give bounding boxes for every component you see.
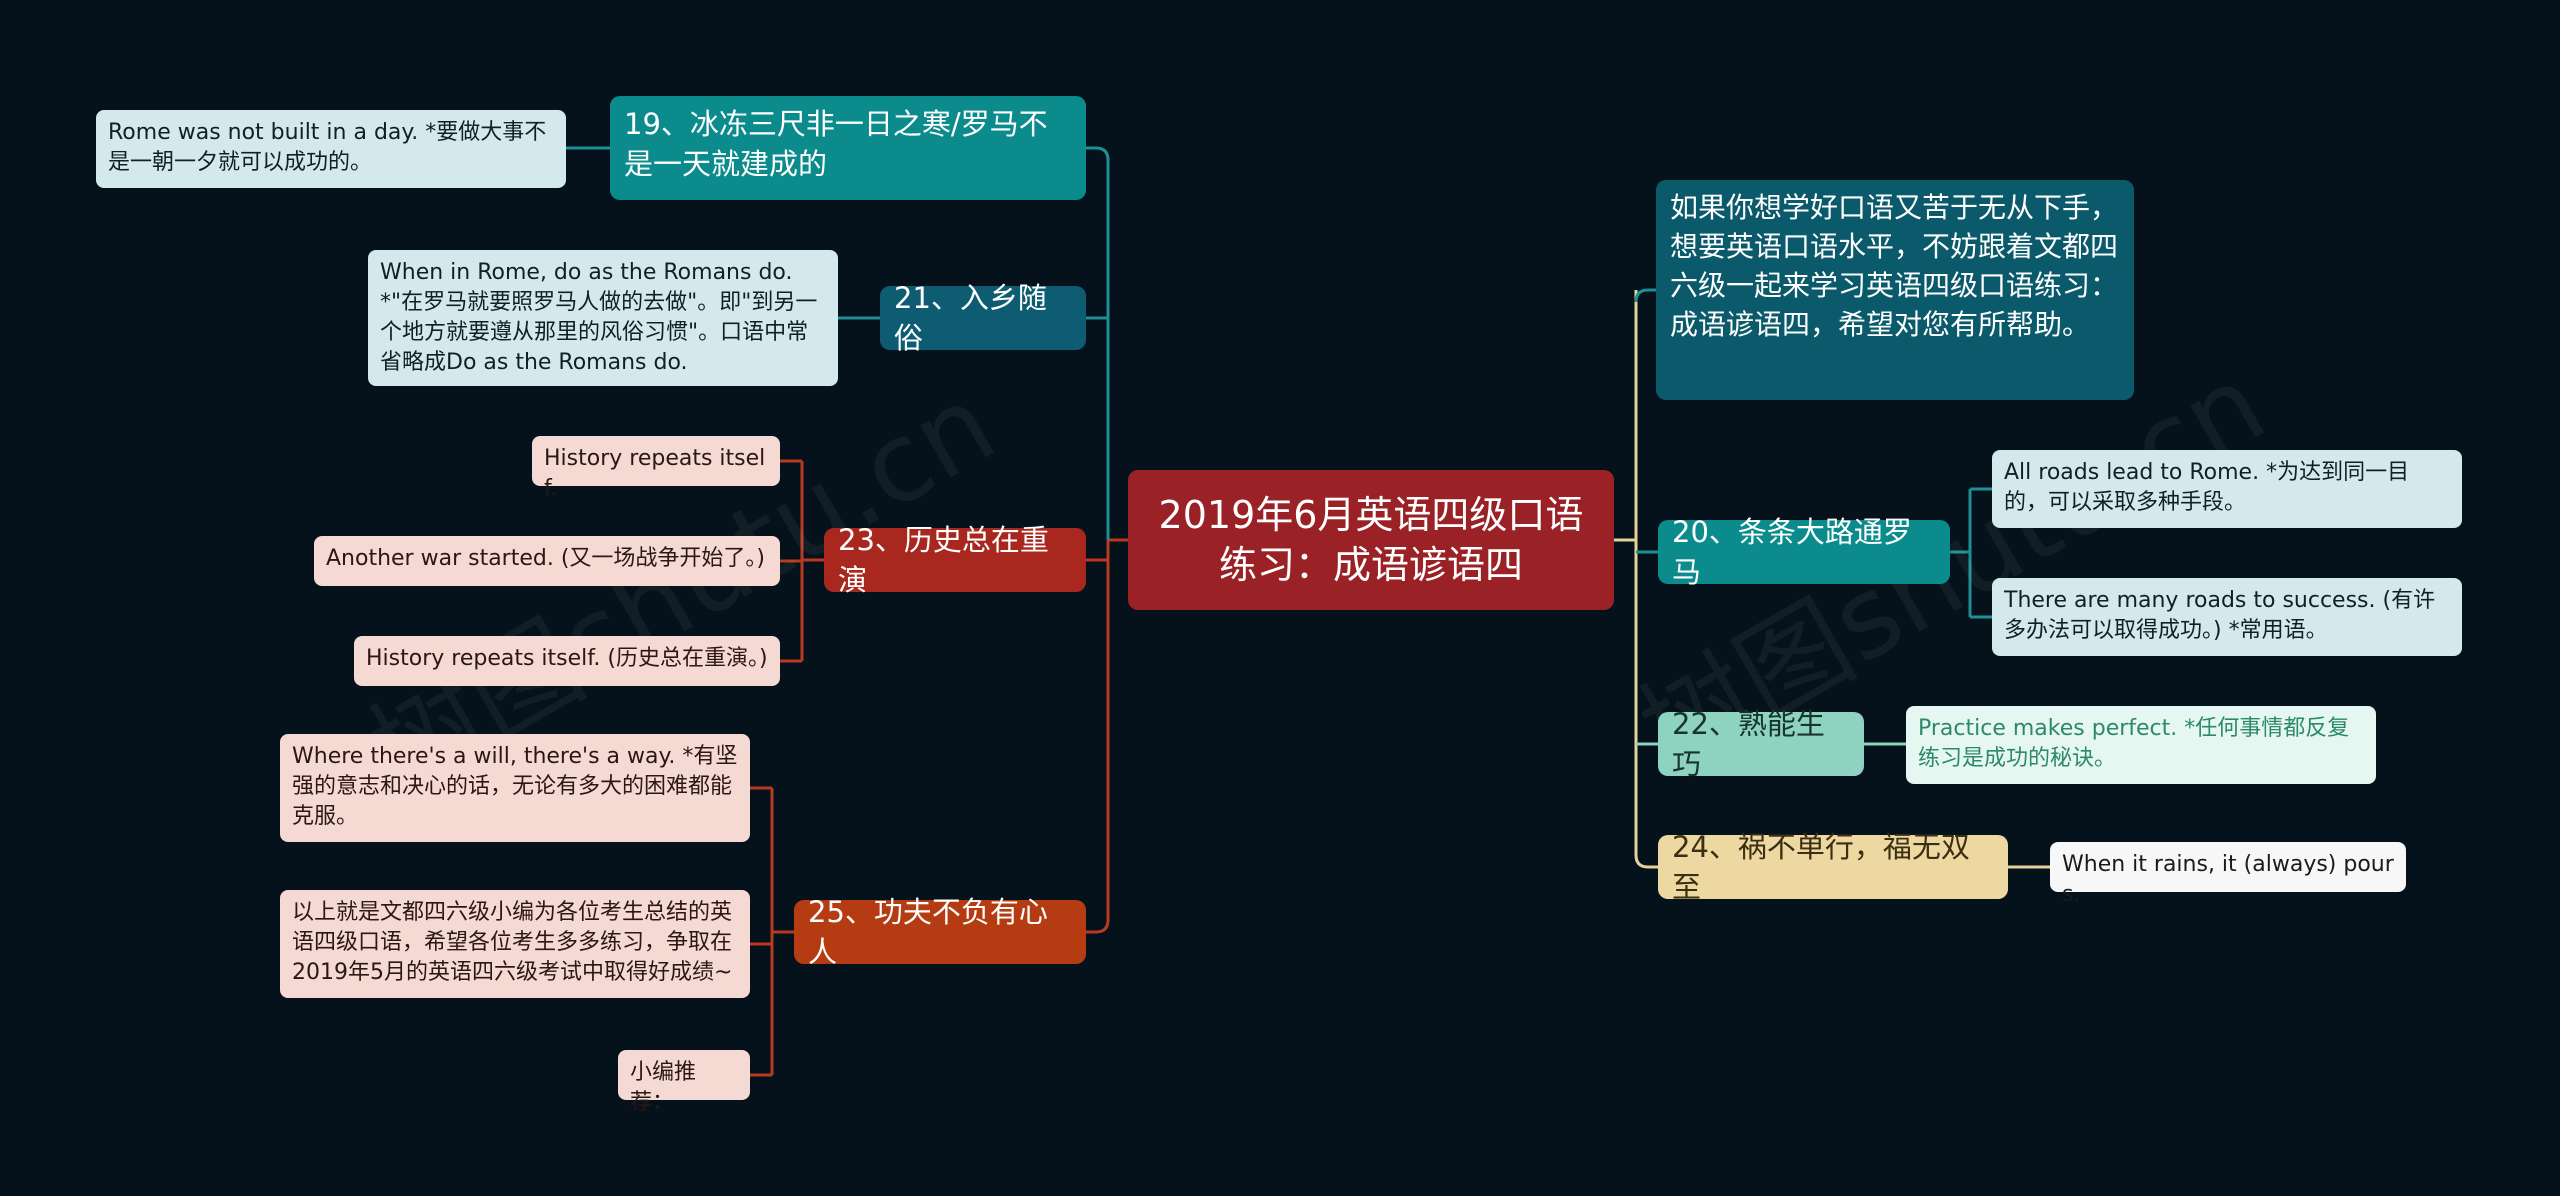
branch-21[interactable]: 21、入乡随俗 [880,281,1086,355]
connector-20-leaves [1950,487,1992,619]
connector-intro [1634,288,1656,303]
connector-23-leaves [780,459,824,663]
leaf-25-1[interactable]: Where there's a will, there's a way. *有坚… [280,734,750,842]
leaf-23-3[interactable]: History repeats itself. (历史总在重演。) [354,636,780,686]
branch-19[interactable]: 19、冰冻三尺非一日之寒/罗马不是一天就建成的 [610,96,1086,200]
connector-right-trunk [1634,290,1658,869]
central-topic[interactable]: 2019年6月英语四级口语练习：成语谚语四 [1128,470,1614,610]
branch-20[interactable]: 20、条条大路通罗马 [1658,515,1950,589]
connector-25-leaves [750,786,794,1077]
leaf-25-2[interactable]: 以上就是文都四六级小编为各位考生总结的英语四级口语，希望各位考生多多练习，争取在… [280,890,750,998]
connector-left-trunk-bottom [1086,540,1110,934]
branch-25[interactable]: 25、功夫不负有心人 [794,895,1086,969]
connector-19 [1086,146,1110,161]
leaf-20-2[interactable]: There are many roads to success. (有许多办法可… [1992,578,2462,656]
leaf-21-1[interactable]: When in Rome, do as the Romans do. *"在罗马… [368,250,838,386]
branch-23[interactable]: 23、历史总在重演 [824,523,1086,597]
branch-22[interactable]: 22、熟能生巧 [1658,707,1864,781]
leaf-24-1[interactable]: When it rains, it (always) pours. [2050,842,2406,907]
leaf-25-3[interactable]: 小编推荐： [618,1050,750,1115]
leaf-22-1[interactable]: Practice makes perfect. *任何事情都反复练习是成功的秘诀… [1906,706,2376,784]
branch-24[interactable]: 24、祸不单行，福无双至 [1658,830,2008,904]
leaf-23-2[interactable]: Another war started. (又一场战争开始了。) [314,536,780,586]
leaf-19-1[interactable]: Rome was not built in a day. *要做大事不是一朝一夕… [96,110,566,188]
intro-node[interactable]: 如果你想学好口语又苦于无从下手，想要英语口语水平，不妨跟着文都四六级一起来学习英… [1656,180,2134,400]
leaf-20-1[interactable]: All roads lead to Rome. *为达到同一目的，可以采取多种手… [1992,450,2462,528]
leaf-23-1[interactable]: History repeats itself. [532,436,780,501]
